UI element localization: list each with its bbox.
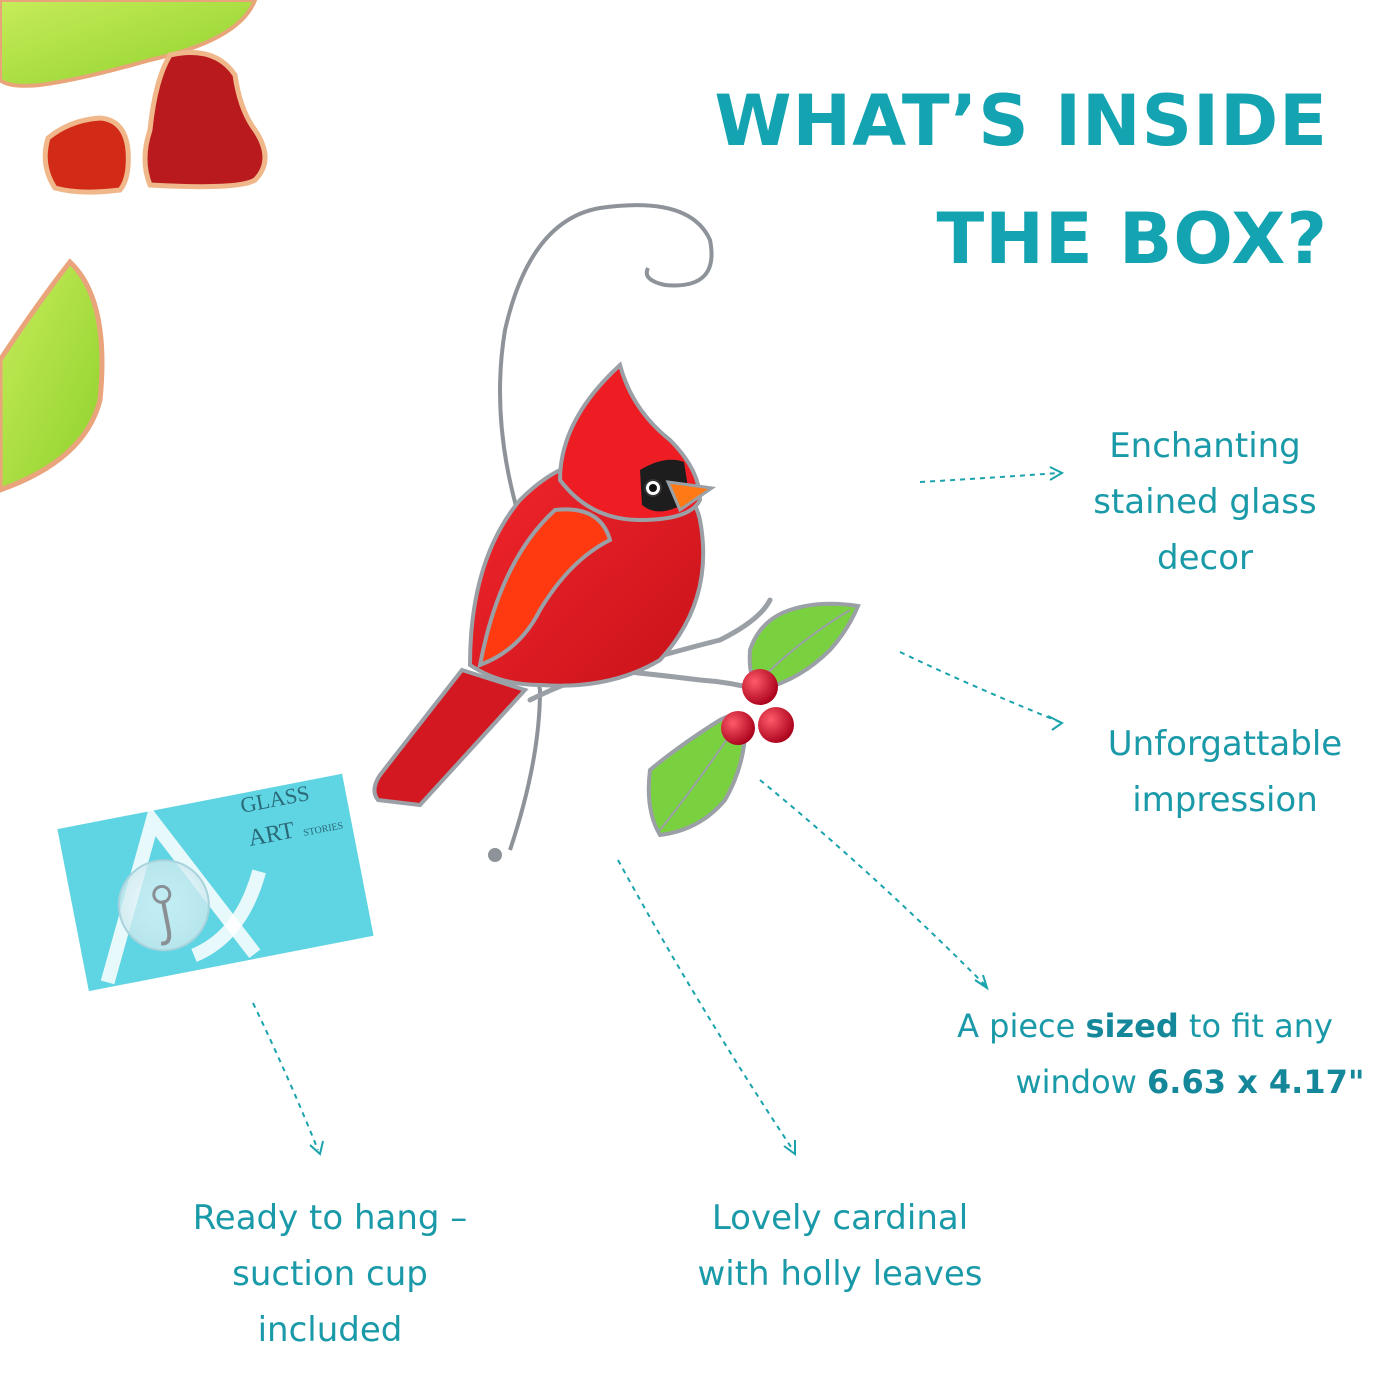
arrows [252, 472, 1061, 1151]
arrowheads [309, 466, 1065, 1156]
callout-size-line-1: A piece sized to fit any [905, 998, 1385, 1054]
callout-impression: Unforgattable impression [1075, 716, 1375, 828]
holly-berries [721, 669, 794, 745]
callout-decor: Enchanting stained glass decor [1060, 418, 1350, 586]
brand-card [57, 773, 374, 992]
red-glass-piece-small [42, 115, 131, 195]
size-text: to fit any [1178, 1007, 1333, 1045]
callout-decor-line: decor [1157, 538, 1253, 578]
green-glass-piece-top [0, 0, 258, 88]
cardinal-bird [372, 361, 717, 808]
callout-impression-line: impression [1132, 780, 1318, 820]
green-glass-leaf-left [0, 258, 105, 493]
size-dimensions: 6.63 x 4.17" [1147, 1063, 1365, 1101]
size-text: A piece [957, 1007, 1086, 1045]
callout-cardinal-line: with holly leaves [697, 1254, 983, 1294]
size-text: window [1015, 1063, 1148, 1101]
callout-impression-line: Unforgattable [1107, 724, 1343, 764]
page-title: WHAT’S INSIDE THE BOX? [628, 62, 1328, 298]
callout-hang-line: included [257, 1310, 403, 1350]
red-glass-piece-large [142, 50, 268, 190]
callout-decor-line: Enchanting [1109, 426, 1301, 466]
callout-hang-line: Ready to hang – [192, 1198, 468, 1238]
size-bold: sized [1085, 1007, 1179, 1045]
title-line-2: THE BOX? [936, 198, 1328, 280]
callout-cardinal: Lovely cardinal with holly leaves [660, 1190, 1020, 1302]
callout-decor-line: stained glass [1093, 482, 1317, 522]
callout-cardinal-line: Lovely cardinal [711, 1198, 969, 1238]
callout-hang-line: suction cup [232, 1254, 428, 1294]
callout-hang: Ready to hang – suction cup included [150, 1190, 510, 1358]
callout-size: A piece sized to fit any window 6.63 x 4… [905, 998, 1385, 1110]
callout-size-line-2: window 6.63 x 4.17" [905, 1054, 1385, 1110]
title-line-1: WHAT’S INSIDE [714, 80, 1328, 162]
